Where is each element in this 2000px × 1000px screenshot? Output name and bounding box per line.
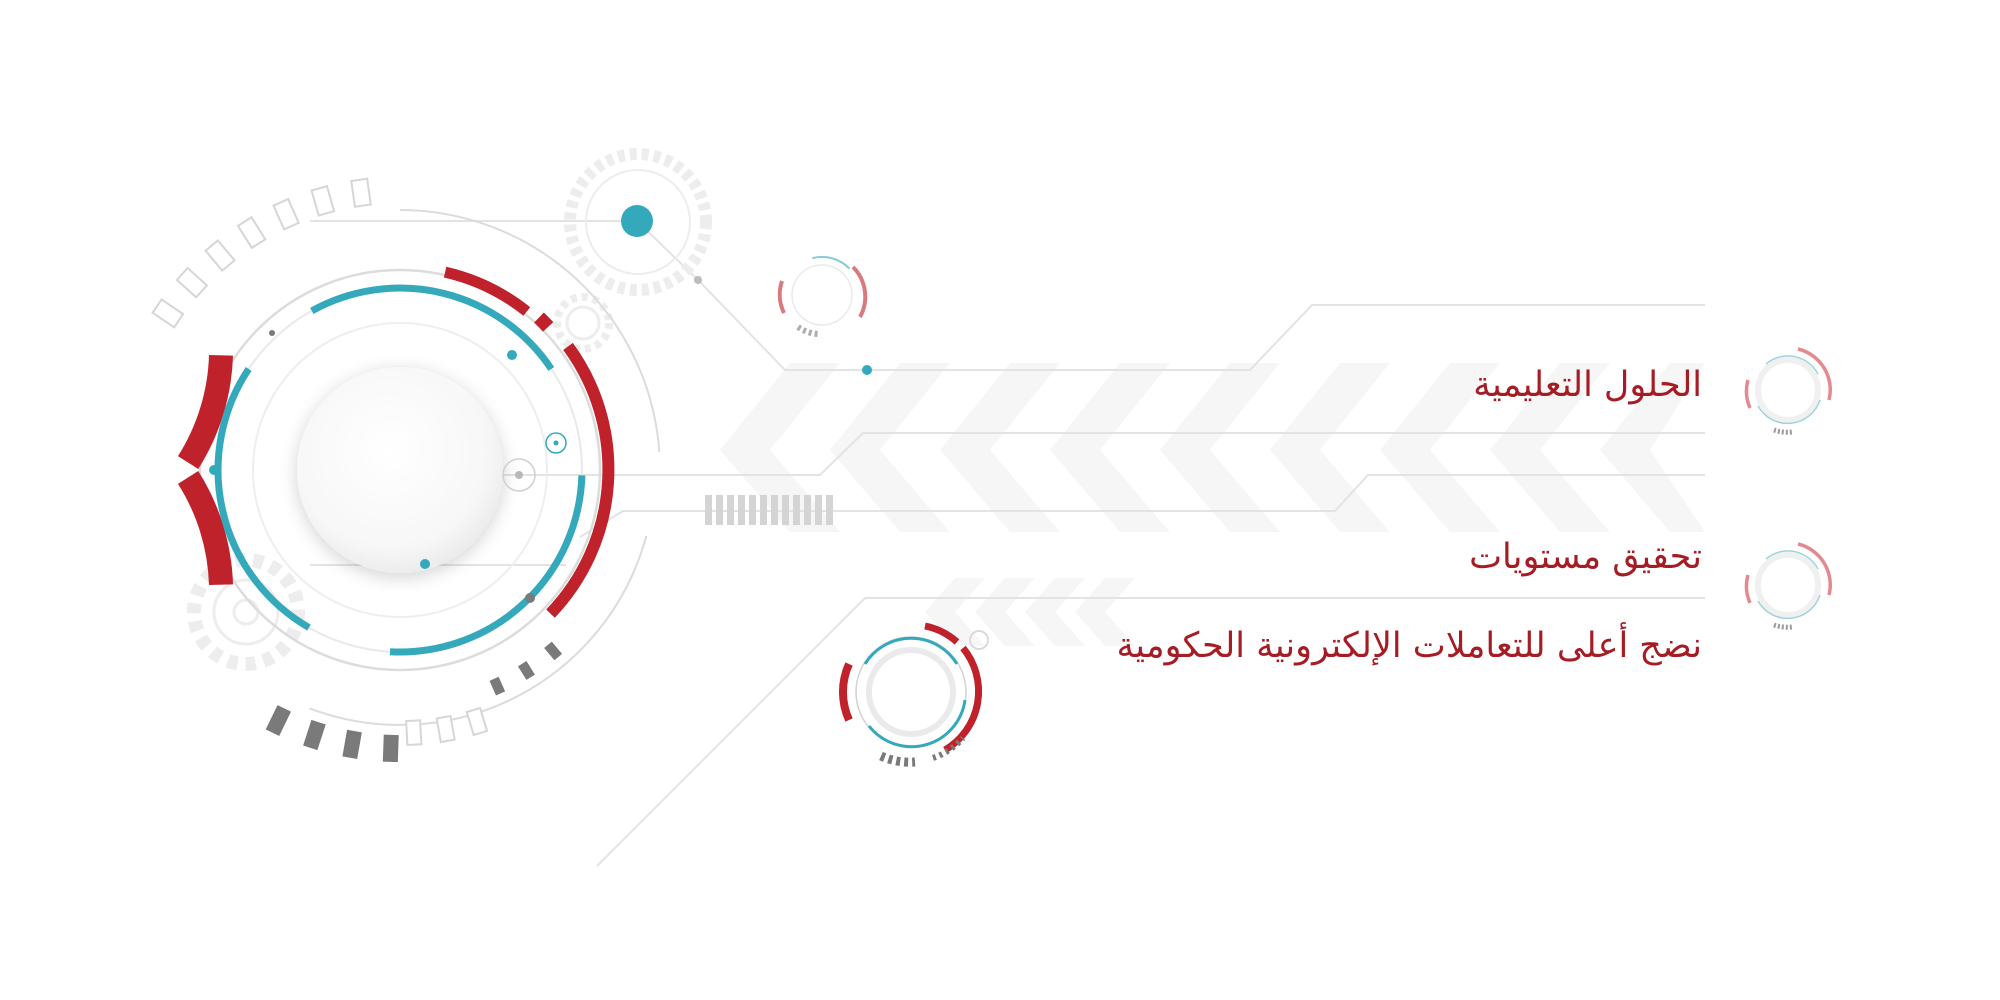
item-label-educational-solutions: الحلول التعليمية <box>1473 365 1702 405</box>
chevron-band <box>720 363 1705 646</box>
connector-dot <box>862 365 872 375</box>
item-label-achieve-levels: تحقيق مستويات <box>1469 537 1702 577</box>
gauge-icon-mini-bottom <box>839 622 989 767</box>
gear-icon-background <box>187 148 712 671</box>
gauge-icon <box>1744 542 1832 630</box>
gauge-icon <box>1744 347 1832 435</box>
connector-dots <box>621 205 872 375</box>
connector-dot <box>621 205 653 237</box>
connector-dot <box>694 276 702 284</box>
item-label-e-government-maturity: نضج أعلى للتعاملات الإلكترونية الحكومية <box>1116 626 1702 666</box>
barcode-strip <box>705 495 833 525</box>
gauge-icon-mini-top <box>777 255 868 337</box>
main-dial <box>151 177 661 763</box>
